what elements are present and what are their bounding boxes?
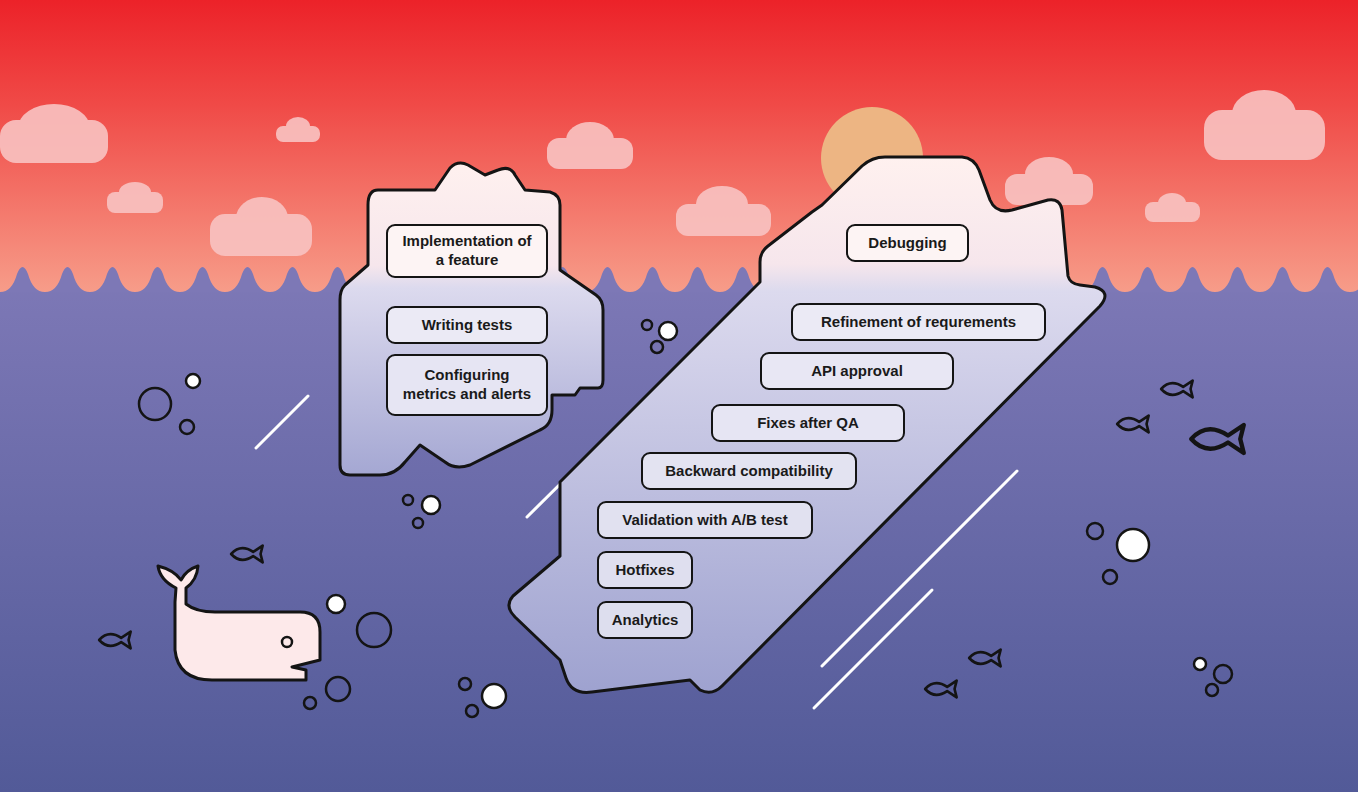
task-box: Implementation of a feature	[386, 224, 548, 278]
task-label: Hotfixes	[615, 561, 674, 580]
bubble	[651, 341, 663, 353]
task-label: Writing tests	[422, 316, 513, 335]
bubble	[139, 388, 171, 420]
cloud	[1204, 110, 1325, 160]
whale	[158, 566, 320, 680]
cloud	[676, 204, 771, 236]
task-box: Backward compatibility	[641, 452, 857, 490]
bubble	[1194, 658, 1206, 670]
task-box: Analytics	[597, 601, 693, 639]
bubble	[1206, 684, 1218, 696]
fish	[1117, 416, 1149, 433]
bubble	[357, 613, 391, 647]
fish	[969, 650, 1001, 667]
fish	[99, 632, 130, 649]
task-label: Refinement of requrements	[821, 313, 1016, 332]
bubble	[1214, 665, 1232, 683]
cloud	[1145, 202, 1200, 222]
cloud	[107, 192, 163, 213]
sky	[0, 0, 1358, 300]
task-box: Writing tests	[386, 306, 548, 344]
bubble	[326, 677, 350, 701]
bubble	[413, 518, 423, 528]
task-box: Configuring metrics and alerts	[386, 354, 548, 416]
task-box: API approval	[760, 352, 954, 390]
iceberg	[509, 157, 1105, 692]
task-box: Hotfixes	[597, 551, 693, 589]
task-label: Backward compatibility	[665, 462, 833, 481]
bubble	[180, 420, 194, 434]
bubble	[459, 678, 471, 690]
fish	[1161, 381, 1193, 398]
task-label: Fixes after QA	[757, 414, 859, 433]
bubble	[1103, 570, 1117, 584]
task-label: Validation with A/B test	[622, 511, 787, 530]
cloud	[210, 214, 312, 256]
water-streak	[814, 590, 932, 708]
fish	[925, 681, 957, 698]
water-streak	[256, 396, 308, 448]
task-label: Configuring metrics and alerts	[399, 366, 535, 404]
fish	[231, 546, 263, 563]
bubble	[482, 684, 506, 708]
bubble	[1117, 529, 1149, 561]
bubble	[327, 595, 345, 613]
cloud	[547, 138, 633, 169]
task-box: Validation with A/B test	[597, 501, 813, 539]
task-label: Debugging	[868, 234, 946, 253]
task-box: Refinement of requrements	[791, 303, 1046, 341]
task-label: Implementation of a feature	[399, 232, 535, 270]
bubble	[466, 705, 478, 717]
fish	[1191, 425, 1244, 453]
cloud	[0, 120, 108, 163]
task-label: API approval	[811, 362, 903, 381]
bubble	[403, 495, 413, 505]
bubble	[659, 322, 677, 340]
iceberg	[340, 163, 603, 475]
cloud	[276, 126, 320, 142]
whale-eye	[282, 637, 292, 647]
task-box: Debugging	[846, 224, 969, 262]
task-label: Analytics	[612, 611, 679, 630]
bubble	[304, 697, 316, 709]
task-box: Fixes after QA	[711, 404, 905, 442]
bubble	[186, 374, 200, 388]
bubble	[422, 496, 440, 514]
bubble	[1087, 523, 1103, 539]
bubble	[642, 320, 652, 330]
